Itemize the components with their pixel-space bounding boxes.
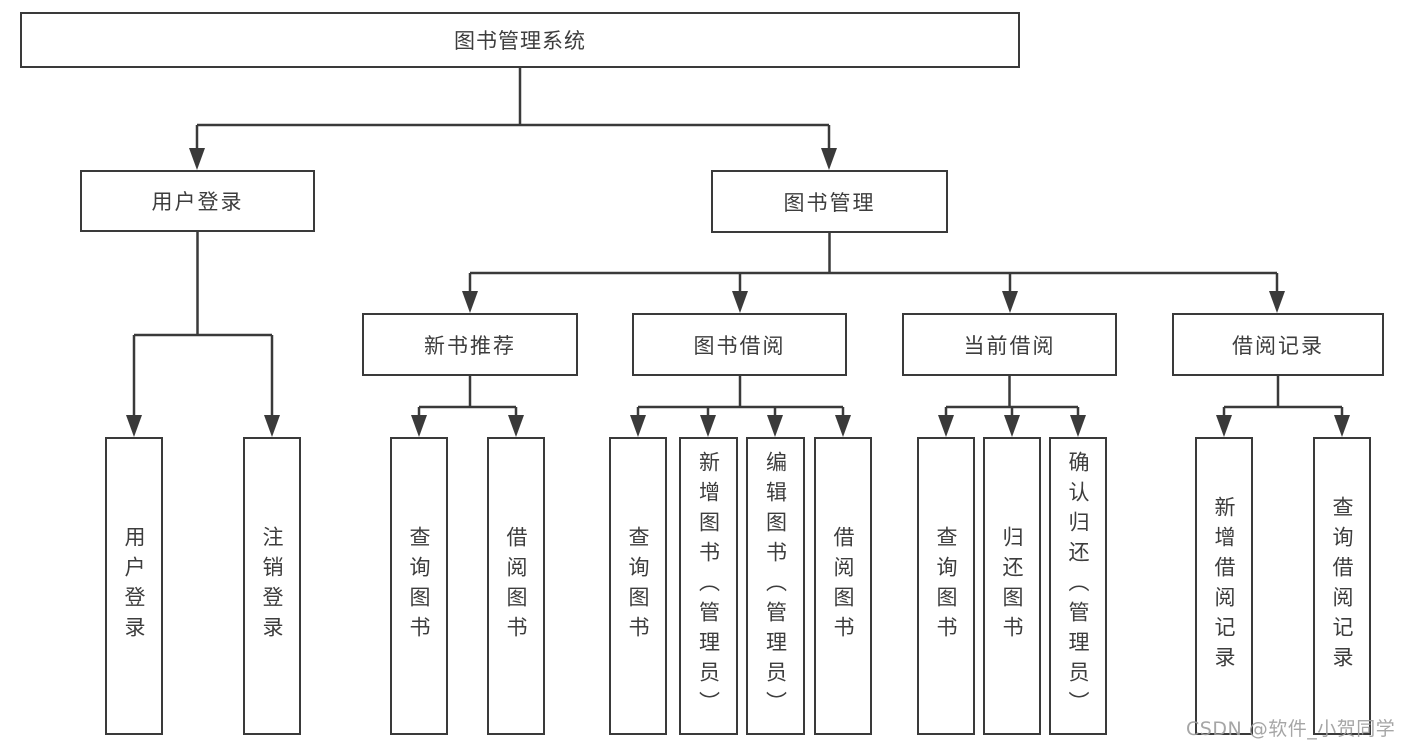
node-leaf-add-books-admin: 新增图书（管理员）	[679, 437, 738, 735]
node-root-system: 图书管理系统	[20, 12, 1020, 68]
arrowhead	[508, 415, 524, 437]
arrowhead	[732, 291, 748, 313]
node-user-login-branch: 用户登录	[80, 170, 315, 232]
arrowhead	[700, 415, 716, 437]
arrowhead	[126, 415, 142, 437]
node-leaf-confirm-return-admin: 确认归还（管理员）	[1049, 437, 1107, 735]
arrowhead	[1004, 415, 1020, 437]
node-leaf-logout: 注销登录	[243, 437, 301, 735]
arrowhead	[821, 148, 837, 170]
arrowhead	[411, 415, 427, 437]
arrowhead	[938, 415, 954, 437]
node-leaf-borrow-books-1: 借阅图书	[487, 437, 545, 735]
arrowhead	[767, 415, 783, 437]
arrowhead	[1269, 291, 1285, 313]
node-book-management-branch: 图书管理	[711, 170, 948, 233]
node-leaf-return-books: 归还图书	[983, 437, 1041, 735]
arrowhead	[1334, 415, 1350, 437]
arrowhead	[1216, 415, 1232, 437]
arrowhead	[835, 415, 851, 437]
node-new-book-recommend: 新书推荐	[362, 313, 578, 376]
arrowhead	[189, 148, 205, 170]
node-leaf-query-books-1: 查询图书	[390, 437, 448, 735]
node-leaf-query-books-3: 查询图书	[917, 437, 975, 735]
node-borrowing-records: 借阅记录	[1172, 313, 1384, 376]
node-leaf-query-borrow-record: 查询借阅记录	[1313, 437, 1371, 735]
node-leaf-borrow-books-2: 借阅图书	[814, 437, 872, 735]
arrowhead	[1070, 415, 1086, 437]
node-leaf-query-books-2: 查询图书	[609, 437, 667, 735]
arrowhead	[630, 415, 646, 437]
arrowheads	[126, 148, 1350, 437]
arrowhead	[462, 291, 478, 313]
arrowhead	[1002, 291, 1018, 313]
node-book-borrowing: 图书借阅	[632, 313, 847, 376]
node-current-borrowing: 当前借阅	[902, 313, 1117, 376]
node-leaf-edit-books-admin: 编辑图书（管理员）	[746, 437, 805, 735]
node-leaf-user-login: 用户登录	[105, 437, 163, 735]
arrowhead	[264, 415, 280, 437]
csdn-watermark: CSDN @软件_小贺同学	[1186, 718, 1396, 740]
node-leaf-add-borrow-record: 新增借阅记录	[1195, 437, 1253, 735]
